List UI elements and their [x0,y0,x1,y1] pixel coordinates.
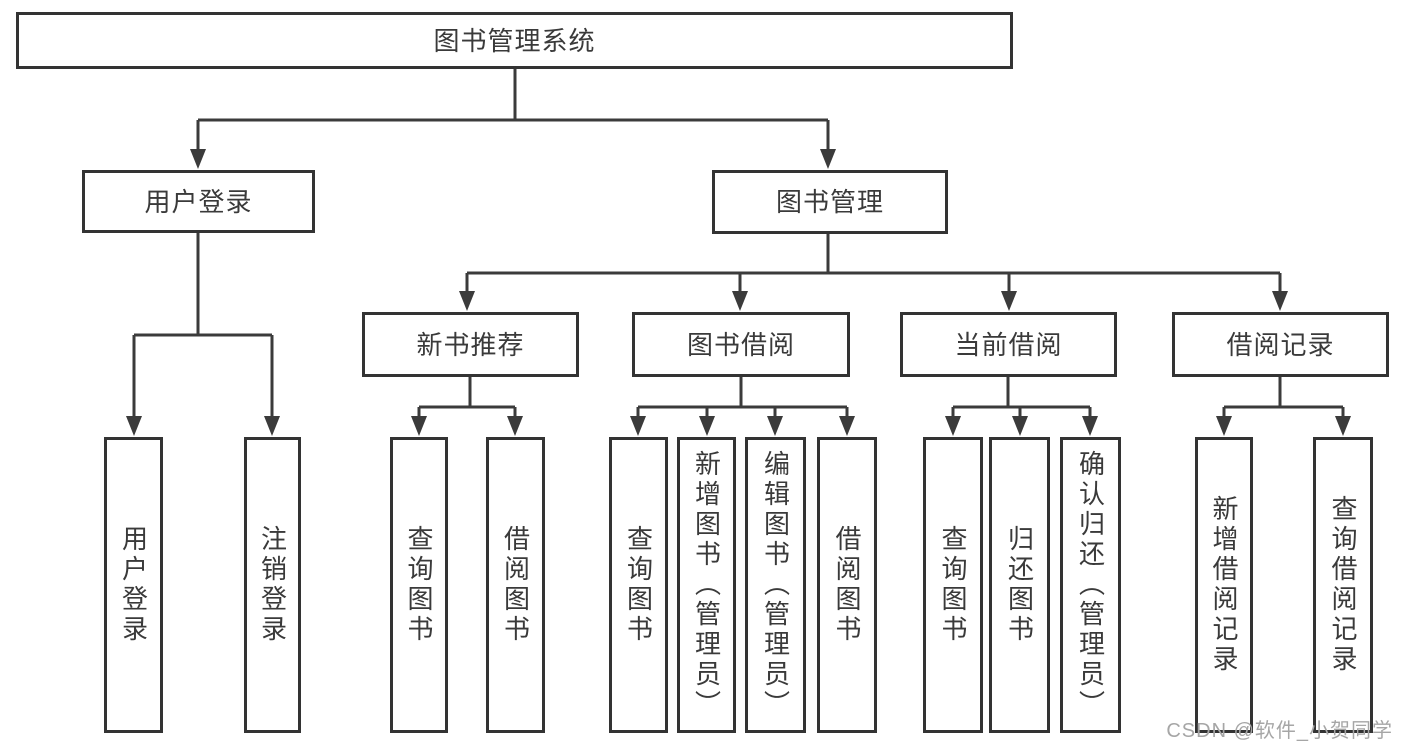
leaf-borrow-books-label: 借阅图书 [832,525,862,645]
node-book-borrowing: 图书借阅 [632,312,850,377]
node-current-borrowing-label: 当前借阅 [954,329,1063,360]
leaf-query-books-current-label: 查询图书 [938,525,968,645]
leaf-query-books-borrow-label: 查询图书 [623,525,654,645]
leaf-borrow-books-recommend-label: 借阅图书 [500,525,531,645]
leaf-query-books-recommend-label: 查询图书 [404,525,434,645]
node-book-borrowing-label: 图书借阅 [686,329,795,360]
leaf-borrow-books-recommend: 借阅图书 [486,437,545,733]
leaf-query-borrow-record: 查询借阅记录 [1313,437,1373,733]
leaf-query-books-recommend: 查询图书 [390,437,448,733]
leaf-confirm-return-admin-label: 确认归还（管理员） [1075,450,1106,720]
leaf-return-books: 归还图书 [989,437,1050,733]
leaf-edit-books-admin: 编辑图书（管理员） [745,437,806,733]
node-user-login-label: 用户登录 [144,186,253,217]
leaf-query-borrow-record-label: 查询借阅记录 [1328,495,1358,675]
leaf-add-borrow-record-label: 新增借阅记录 [1209,495,1239,675]
leaf-add-borrow-record: 新增借阅记录 [1195,437,1253,733]
leaf-edit-books-admin-label: 编辑图书（管理员） [760,450,791,720]
node-user-login: 用户登录 [82,170,315,233]
node-current-borrowing: 当前借阅 [900,312,1117,377]
leaf-query-books-borrow: 查询图书 [609,437,668,733]
leaf-logout: 注销登录 [244,437,301,733]
leaf-logout-label: 注销登录 [257,525,288,645]
leaf-return-books-label: 归还图书 [1004,525,1035,645]
leaf-add-books-admin-label: 新增图书（管理员） [691,450,722,720]
csdn-watermark: CSDN @软件_小贺同学 [1166,720,1393,742]
node-borrowing-records: 借阅记录 [1172,312,1389,377]
leaf-query-books-current: 查询图书 [923,437,983,733]
leaf-borrow-books: 借阅图书 [817,437,877,733]
leaf-user-login: 用户登录 [104,437,163,733]
leaf-user-login-label: 用户登录 [118,525,149,645]
node-book-management: 图书管理 [712,170,948,234]
node-new-book-recommend: 新书推荐 [362,312,579,377]
node-book-management-label: 图书管理 [775,187,884,217]
node-library-system: 图书管理系统 [16,12,1013,69]
leaf-add-books-admin: 新增图书（管理员） [677,437,736,733]
node-new-book-recommend-label: 新书推荐 [416,329,525,360]
node-borrowing-records-label: 借阅记录 [1226,329,1335,360]
node-library-system-label: 图书管理系统 [433,25,596,56]
leaf-confirm-return-admin: 确认归还（管理员） [1060,437,1121,733]
